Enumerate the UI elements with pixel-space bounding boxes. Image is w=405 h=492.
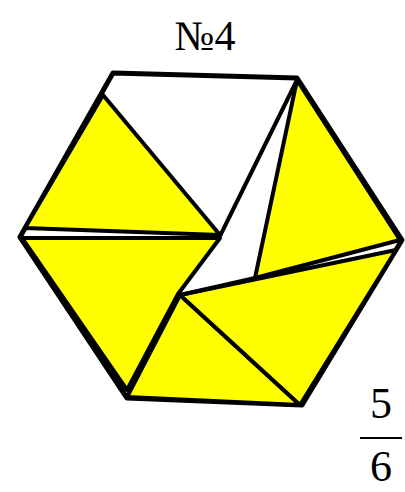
yellow-triangle	[180, 250, 396, 405]
yellow-triangle	[255, 80, 400, 278]
edge-line	[180, 278, 255, 295]
yellow-triangle	[25, 95, 220, 235]
hexagon	[20, 73, 402, 405]
fraction-denominator: 6	[370, 445, 392, 489]
fraction-numerator: 5	[370, 382, 392, 426]
edge-line	[220, 80, 297, 236]
fraction-bar	[360, 437, 402, 439]
figure-number: №4	[174, 15, 235, 57]
